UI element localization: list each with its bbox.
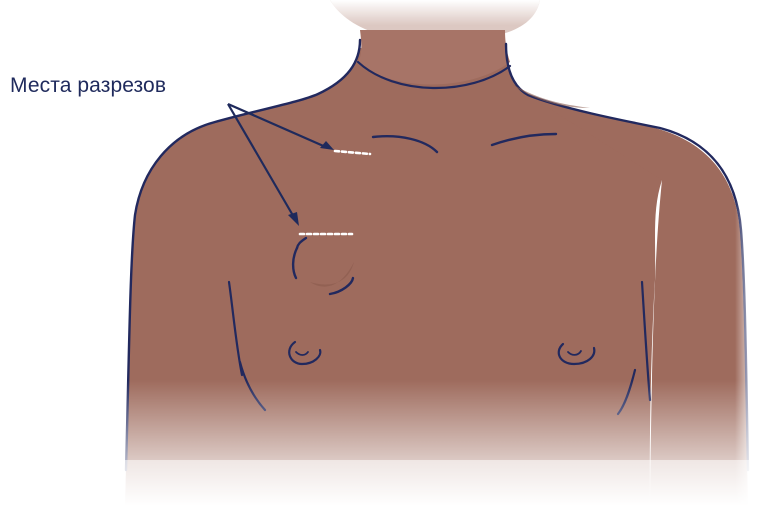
right-fade (735, 120, 757, 506)
incision-sites-label: Места разрезов (10, 74, 166, 98)
